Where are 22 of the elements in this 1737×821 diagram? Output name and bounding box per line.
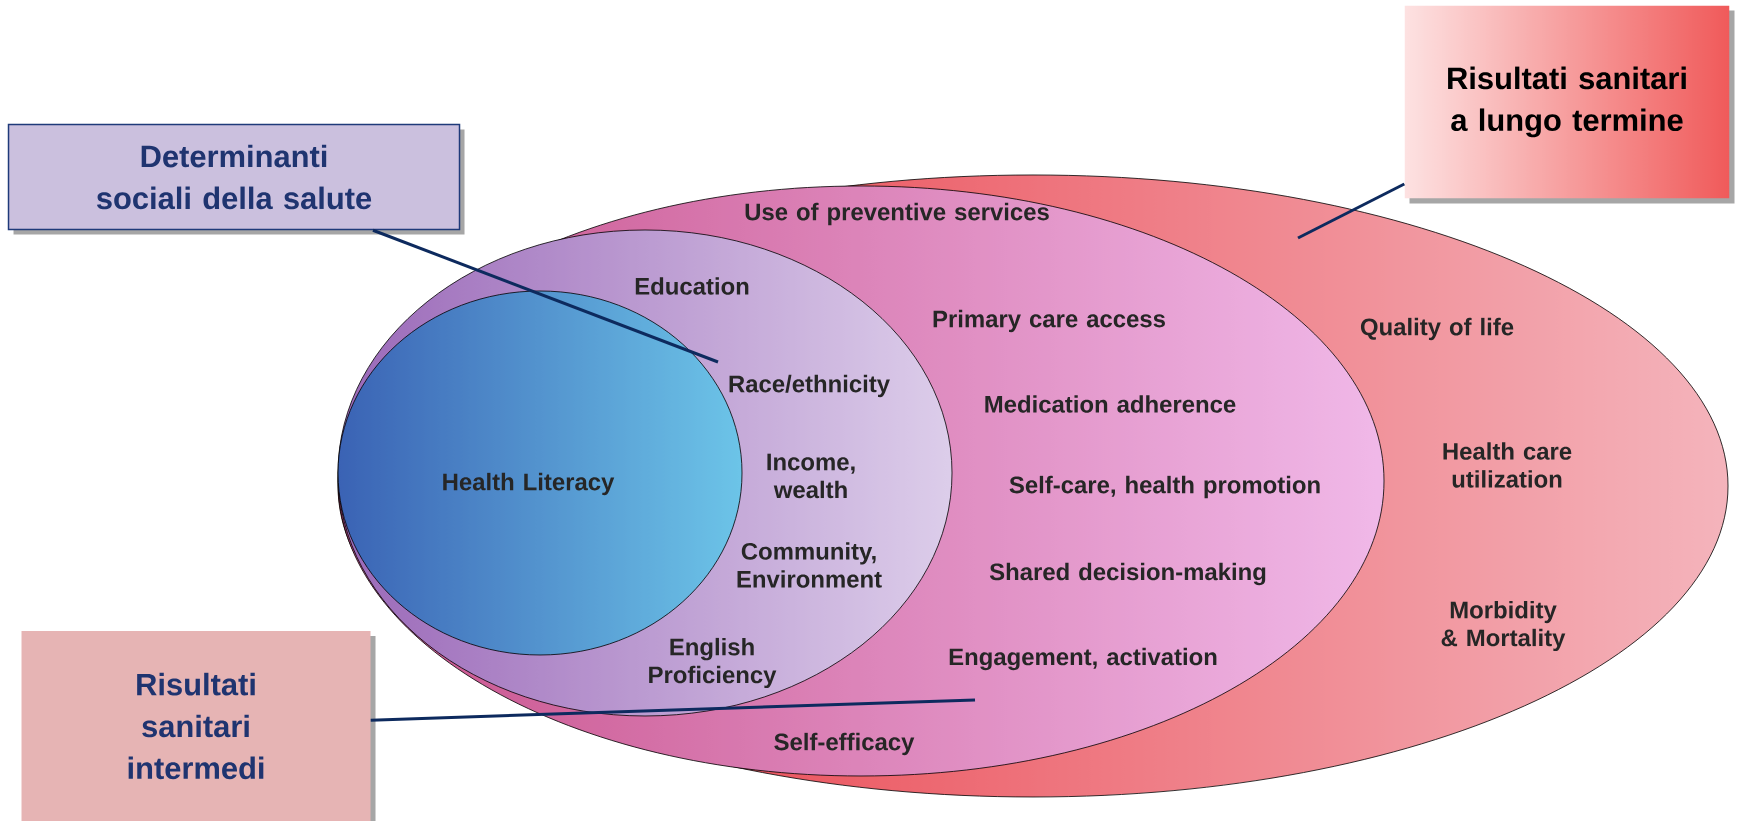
leader-line: [1297, 182, 1405, 240]
callout-box: Risultati sanitari intermedi: [21, 631, 376, 821]
ellipse-label: Community, Environment: [737, 542, 882, 588]
ellipse-label: Quality of life: [1360, 317, 1514, 341]
ellipse-label: Primary care access: [933, 309, 1165, 333]
ellipse-label: Education: [635, 277, 749, 295]
ellipse-label: Race/ethnicity: [729, 374, 890, 398]
ellipse-label: Self-care, health promotion: [1009, 475, 1320, 499]
ellipse-label: Shared decision-making: [989, 562, 1266, 586]
ellipse-label: English Proficiency: [649, 637, 777, 689]
ellipse-label: Income, wealth: [767, 453, 855, 499]
ellipse-label: Morbidity & Mortality: [1441, 600, 1566, 652]
leader-line: [372, 228, 719, 364]
callout-box: Determinanti sociali della salute: [7, 123, 465, 235]
ellipse-label: Medication adherence: [985, 395, 1236, 413]
ellipse-label: Self-efficacy: [774, 732, 915, 756]
ellipse-label: Health Literacy: [443, 472, 615, 496]
ellipse-label: Health care utilization: [1443, 442, 1572, 488]
ellipse-label: Engagement, activation: [949, 647, 1217, 671]
leader-line: [370, 698, 976, 722]
ellipse-label: Use of preventive services: [745, 202, 1049, 226]
callout-box: Risultati sanitari a lungo termine: [1404, 5, 1735, 204]
